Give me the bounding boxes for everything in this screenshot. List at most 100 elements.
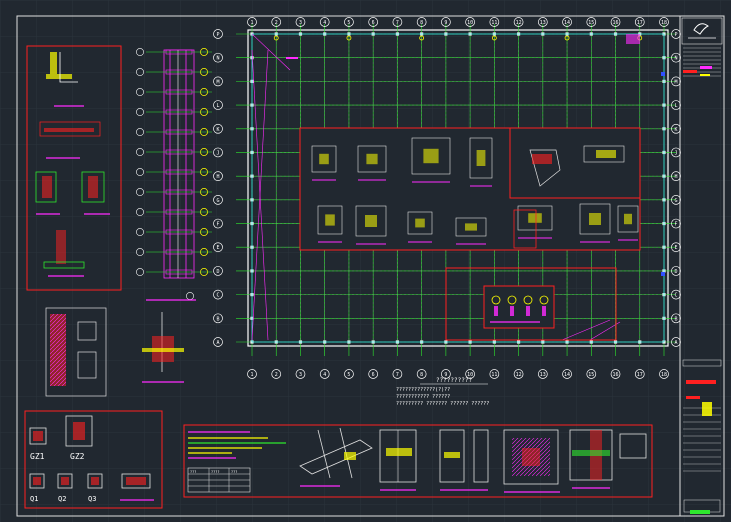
grid-label-column: 10 [467,372,473,378]
grid-bubble-column [659,17,669,27]
connection-plate [528,213,542,223]
inset-column [510,306,514,316]
section-detail-2 [439,429,489,491]
grid-bubble-column [416,369,427,379]
inset-column [542,306,546,316]
strip-member [165,129,193,135]
grid-bubble-column [586,17,597,27]
column-strip-elevation [136,48,212,301]
grid-label-column: 13 [540,372,546,378]
strip-bubble [136,128,144,136]
connection-detail [411,137,451,175]
grid-bubble-row [671,76,681,87]
yellow-marker [491,35,497,41]
grid-bubble-column [271,17,282,27]
grid-label-column: 12 [516,372,522,378]
grid-label-column: 15 [588,372,594,378]
connection-plate [365,215,377,227]
strip-bubble [136,168,144,176]
grid-label-column: 16 [613,372,619,378]
label-gz2: GZ2 [70,452,85,461]
grid-label-column: 6 [372,20,375,26]
grid-bubble-row [671,313,681,324]
label-gz1: GZ1 [30,452,45,461]
grid-bubble-column [416,17,427,27]
grid-label-row: P [216,32,219,38]
grid-bubble-column [247,17,257,27]
strip-member [165,169,193,175]
grid-label-row: M [674,79,677,85]
grid-bubble-row [213,147,223,158]
connection-detail [455,217,487,237]
strip-marker [200,48,208,56]
grid-bubble-row [671,29,681,39]
strip-marker [200,88,208,96]
grid-bubble-row [213,194,223,205]
grid-bubble-row [213,337,223,347]
grid-label-column: 1 [250,20,253,26]
angled-detail [529,149,561,187]
grid-bubble-row [671,242,681,253]
grid-label-column: 3 [299,20,302,26]
grid-label-column: 2 [275,20,278,26]
grid-bubble-column [586,369,597,379]
strip-member [165,89,193,95]
connection-detail [357,145,387,173]
angled-detail-fill [532,154,552,164]
title-block [681,17,723,514]
strip-bubble [136,208,144,216]
section-detail-1 [379,429,417,491]
grid-bubble-column [659,369,669,379]
grid-label-row: P [674,32,677,38]
grid-label-column: 9 [444,20,447,26]
grid-bubble-column [368,17,379,27]
grid-label-row: D [674,269,677,275]
grid-label-row: E [674,245,677,251]
grid-label-row: B [216,316,219,322]
inset-bubble [539,295,549,305]
grid-label-row: F [674,222,677,228]
grid-bubble-row [671,123,681,134]
grid-label-column: 6 [372,372,375,378]
connection-plate [476,150,486,166]
grid-bubble-column [344,17,354,27]
grid-label-column: 10 [467,20,473,26]
grid-bubble-row [213,100,223,110]
grid-bubble-row [671,337,681,347]
grid-label-column: 18 [661,20,667,26]
table-header-2: ??? [231,470,237,474]
structural-plan[interactable]: 1122334455667788991010111112121313141415… [213,17,681,379]
connection-detail [355,205,387,237]
grid-label-column: 11 [491,20,497,26]
grid-label-column: 3 [299,372,302,378]
grid-bubble-row [213,76,223,87]
detail-box-left-top [26,45,122,291]
grid-label-column: 7 [396,20,399,26]
strip-member [165,49,193,55]
grid-bubble-row [213,266,223,276]
detail-box-bottom-left: GZ1 GZ2 Q1 Q2 Q3 [24,410,163,509]
strip-bubble [136,48,144,56]
grid-label-row: L [216,103,219,109]
grid-label-row: H [674,174,677,180]
grid-bubble-column [465,369,475,379]
grid-bubble-row [671,218,681,229]
material-table: ??? ???? ??? [187,467,251,493]
grid-bubble-row [213,289,223,300]
inset-bubble [523,295,533,305]
strip-marker [200,208,208,216]
isometric-connection-detail [299,427,373,487]
grid-bubble-column [610,17,621,27]
connection-plate [319,153,329,165]
plate-detail-fill [596,150,616,158]
grid-label-column: 14 [564,372,570,378]
grid-bubble-column [489,17,500,27]
grid-label-column: 17 [637,372,643,378]
strip-marker [200,108,208,116]
grid-label-column: 17 [637,20,643,26]
grid-label-row: G [216,198,219,204]
connection-plate [589,213,601,225]
grid-bubble-column [465,17,475,27]
sheet-frame [16,15,725,517]
